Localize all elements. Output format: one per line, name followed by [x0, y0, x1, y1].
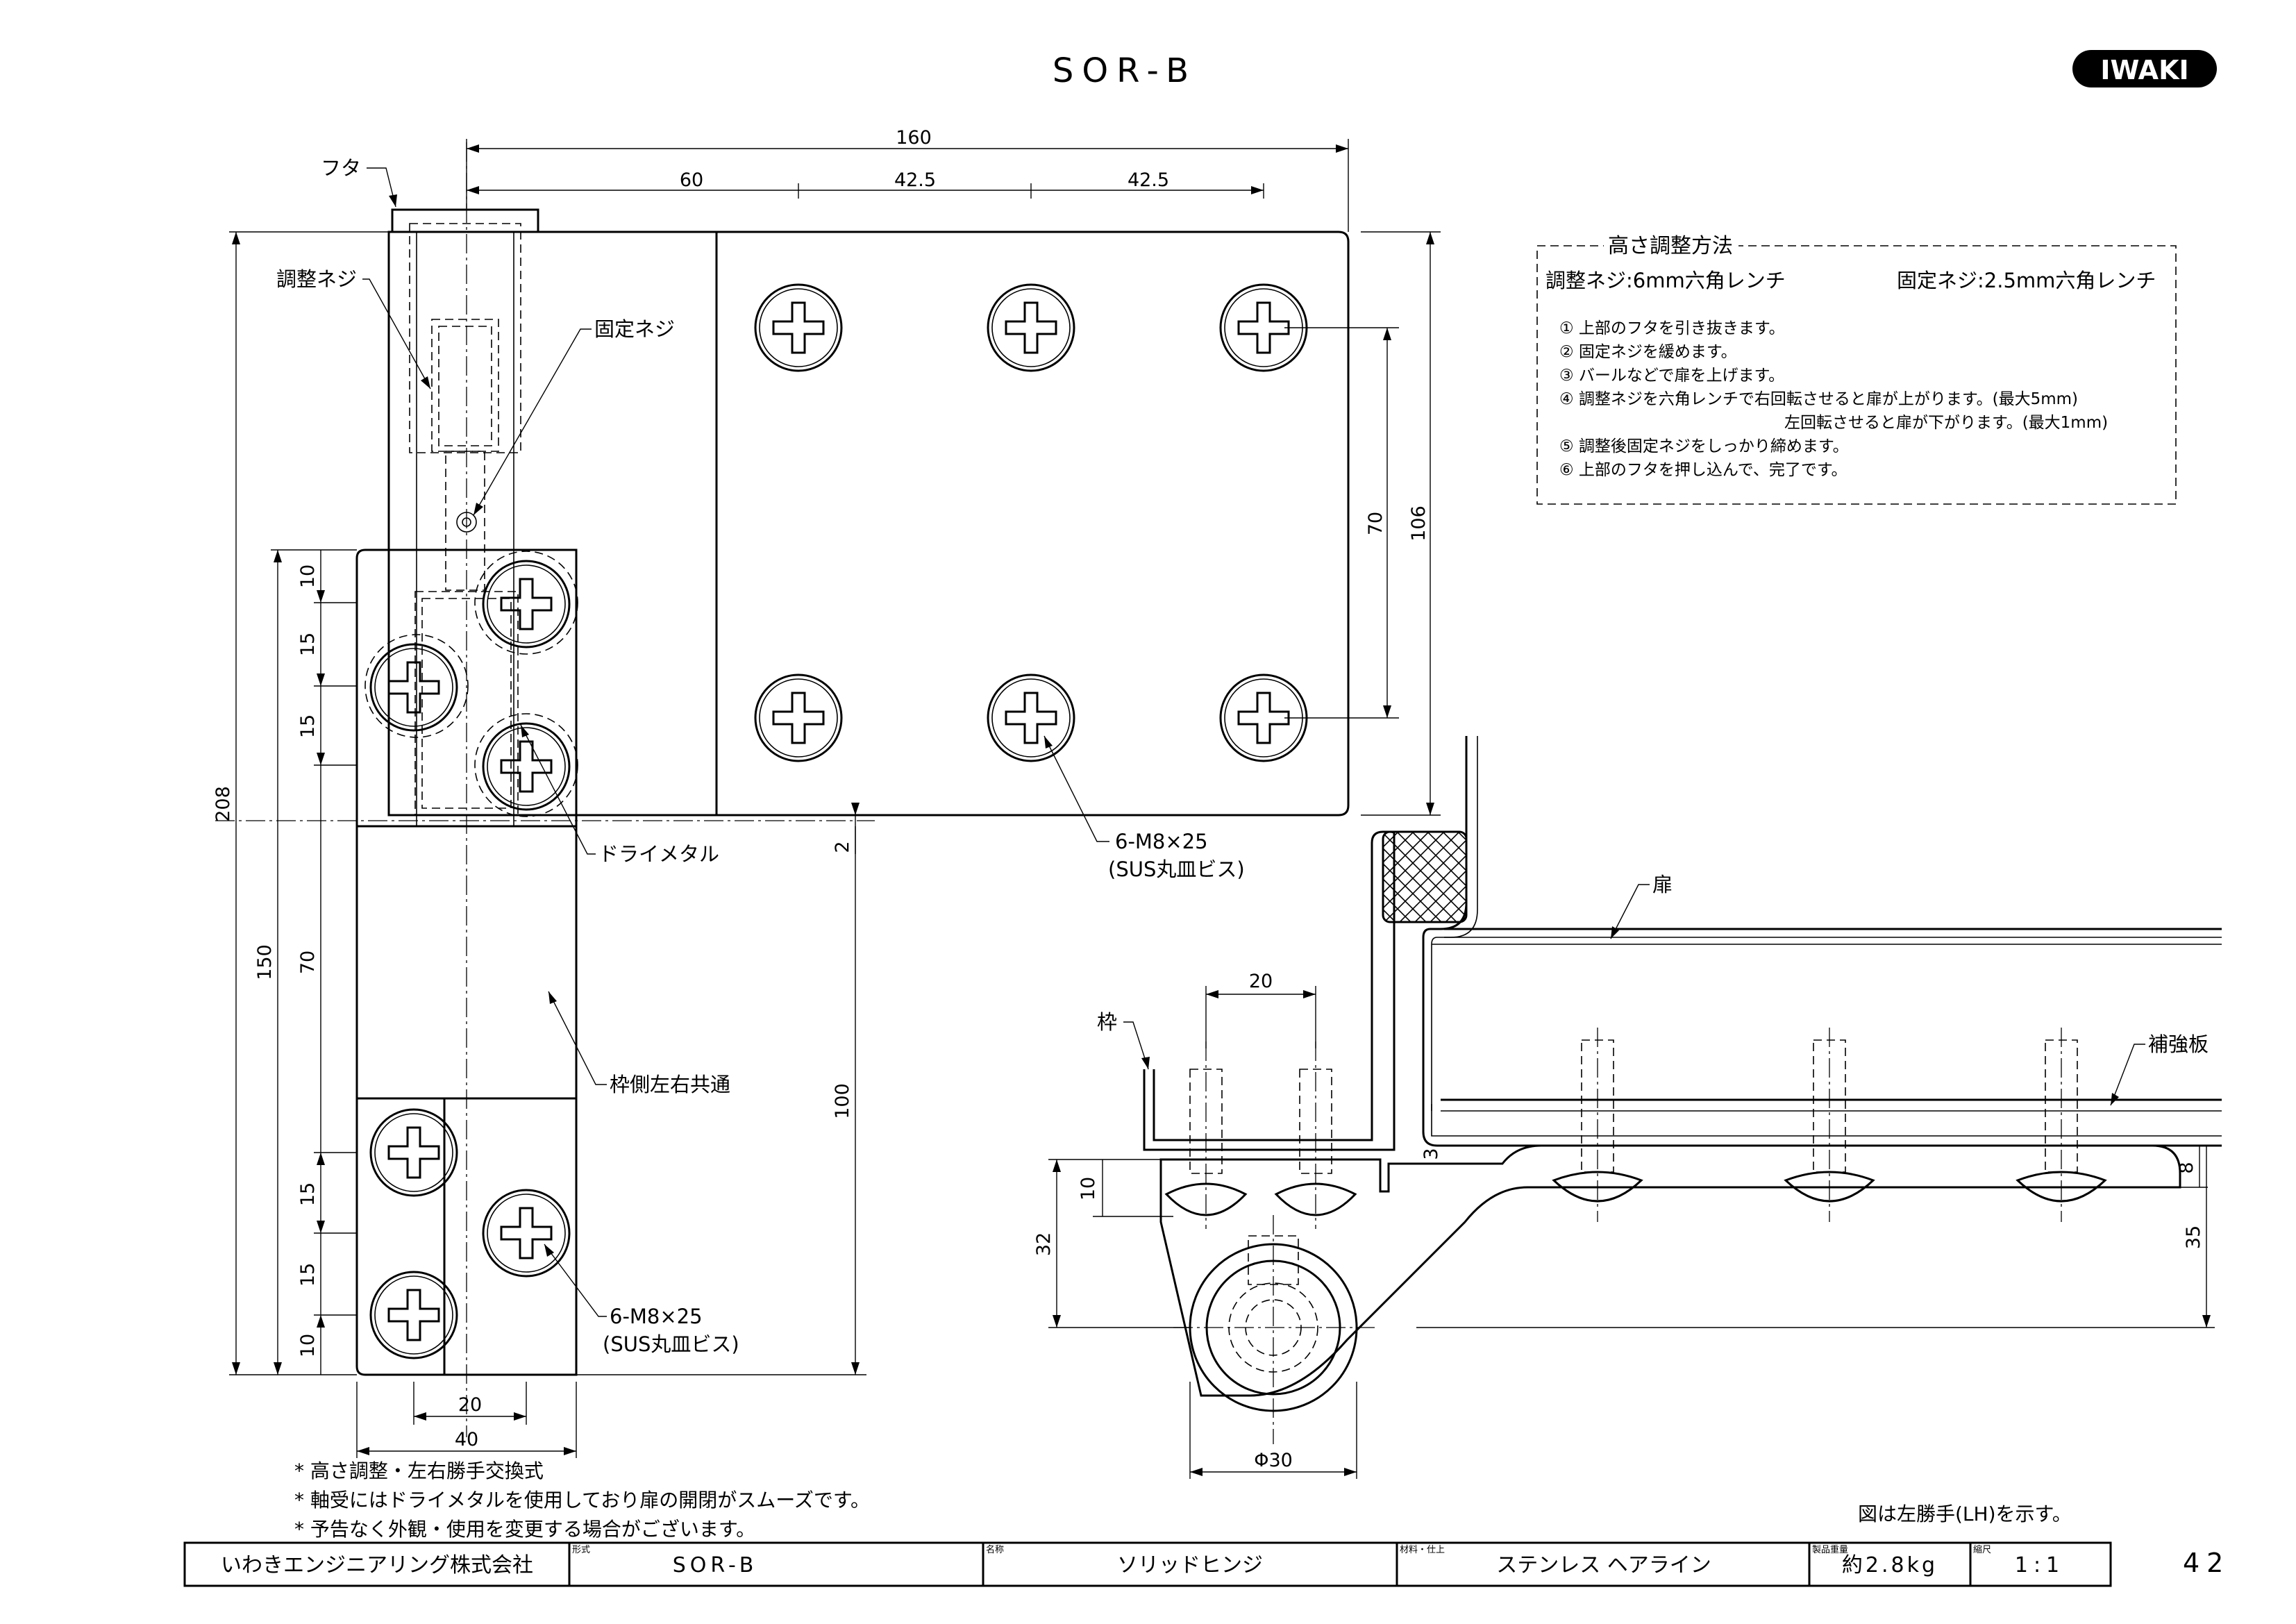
tb-company: いわきエンジニアリング株式会社 — [221, 1553, 533, 1577]
dim-15-c: 15 — [297, 1182, 319, 1206]
hand-note: 図は左勝手(LH)を示す。 — [1858, 1502, 2072, 1525]
screw-icon — [369, 643, 458, 732]
section-dim-3: 3 — [1421, 1148, 1442, 1160]
dim-15-b: 15 — [297, 714, 319, 738]
cap-futa — [391, 208, 539, 233]
door-leaf-screws — [754, 283, 1308, 762]
adjust-step-5: ⑤ 調整後固定ネジをしっかり締めます。 — [1559, 437, 1849, 455]
section-dim-phi30: Φ30 — [1254, 1450, 1293, 1471]
adjust-wrench-fix: 固定ネジ:2.5mm六角レンチ — [1897, 269, 2156, 292]
dim-106: 106 — [1408, 505, 1430, 542]
callout-screws-bottom-line2: (SUS丸皿ビス) — [603, 1332, 739, 1356]
adjust-step-1: ① 上部のフタを引き抜きます。 — [1559, 319, 1785, 337]
callout-screws-top-line1: 6-M8×25 — [1115, 830, 1208, 853]
front-callouts: フタ 調整ネジ 固定ネジ ドライメタル 6-M8×25 (SUS丸皿ビス) 枠側… — [276, 156, 1245, 1356]
iwaki-logo: IWAKI — [2072, 50, 2217, 87]
door-leaf — [387, 231, 1350, 817]
tb-page-number: 42 — [2183, 1548, 2230, 1578]
note-1: * 高さ調整・左右勝手交換式 — [294, 1459, 544, 1482]
tb-scale-caption: 縮尺 — [1973, 1544, 1991, 1555]
tb-name: ソリッドヒンジ — [1117, 1553, 1263, 1577]
tb-weight-caption: 製品重量 — [1812, 1544, 1848, 1555]
tb-weight: 約2.8kg — [1842, 1553, 1938, 1577]
dim-40: 40 — [455, 1429, 478, 1450]
door-seal — [1382, 830, 1468, 923]
hinge-section-view: 20 10 32 3 8 35 Φ30 — [1033, 736, 2222, 1479]
dim-20: 20 — [458, 1394, 482, 1416]
frame-leaf — [355, 549, 578, 1376]
adjust-step-4b: 左回転させると扉が下がります。(最大1mm) — [1784, 414, 2108, 432]
section-dimensions: 20 10 32 3 8 35 Φ30 — [1033, 971, 2215, 1479]
section-dim-32: 32 — [1033, 1232, 1055, 1256]
adjust-title: 高さ調整方法 — [1608, 234, 1733, 258]
dim-208: 208 — [212, 786, 234, 822]
tb-material-caption: 材料・仕上 — [1400, 1545, 1445, 1555]
notes: * 高さ調整・左右勝手交換式 * 軸受にはドライメタルを使用しており扉の開閉がス… — [294, 1459, 2072, 1541]
callout-hokyouban: 補強板 — [2148, 1032, 2209, 1056]
dim-160: 160 — [896, 127, 932, 149]
title-block: いわきエンジニアリング株式会社 形式 SOR-B 名称 ソリッドヒンジ 材料・仕… — [183, 1541, 2230, 1587]
dim-15-a: 15 — [297, 633, 319, 656]
front-dimensions: 160 60 42.5 42.5 70 106 208 — [212, 127, 1441, 1458]
adjust-step-2: ② 固定ネジを緩めます。 — [1559, 343, 1737, 361]
tb-model: SOR-B — [673, 1553, 758, 1577]
screw-icon — [987, 673, 1075, 762]
tb-scale: 1:1 — [2015, 1553, 2065, 1577]
tb-material: ステンレス ヘアライン — [1496, 1553, 1711, 1577]
adjust-step-4: ④ 調整ネジを六角レンチで右回転させると扉が上がります。(最大5mm) — [1559, 390, 2078, 408]
screw-icon — [754, 283, 843, 372]
section-dim-20: 20 — [1249, 971, 1273, 992]
dim-10-b: 10 — [297, 1334, 319, 1357]
adjust-step-3: ③ バールなどで扉を上げます。 — [1559, 367, 1784, 385]
callout-tobira: 扉 — [1652, 873, 1673, 896]
callout-dry-metal: ドライメタル — [598, 842, 719, 866]
screw-icon — [482, 560, 571, 648]
screw-icon — [482, 1189, 571, 1278]
hinge-front-view — [215, 142, 1350, 1437]
callout-frame-common: 枠側左右共通 — [610, 1073, 730, 1096]
section-dim-35: 35 — [2183, 1225, 2204, 1249]
callout-chousei-neji: 調整ネジ — [276, 267, 357, 291]
adjust-wrench-adjust: 調整ネジ:6mm六角レンチ — [1545, 269, 1786, 292]
callout-futa: フタ — [321, 156, 361, 180]
logo-text: IWAKI — [2100, 55, 2188, 85]
callout-kotei-neji: 固定ネジ — [594, 317, 675, 341]
dim-100: 100 — [832, 1083, 853, 1119]
dim-42-5-a: 42.5 — [894, 169, 936, 191]
callout-screws-top-line2: (SUS丸皿ビス) — [1108, 857, 1245, 881]
screw-icon — [987, 283, 1075, 372]
tb-name-caption: 名称 — [986, 1544, 1004, 1555]
height-adjust-panel: 高さ調整方法 調整ネジ:6mm六角レンチ 固定ネジ:2.5mm六角レンチ ① 上… — [1536, 233, 2177, 505]
dim-15-d: 15 — [297, 1263, 319, 1287]
callout-waku: 枠 — [1097, 1010, 1117, 1034]
screw-icon — [754, 673, 843, 762]
tb-model-caption: 形式 — [572, 1545, 590, 1555]
dim-70-left: 70 — [297, 951, 319, 974]
note-2: * 軸受にはドライメタルを使用しており扉の開閉がスムーズです。 — [294, 1489, 870, 1512]
drawing-title: SOR-B — [1053, 51, 1197, 90]
note-3: * 予告なく外観・使用を変更する場合がございます。 — [294, 1518, 755, 1541]
section-dim-10: 10 — [1078, 1177, 1099, 1200]
section-door-screws — [1552, 1028, 2107, 1222]
dim-10-a: 10 — [297, 564, 319, 588]
pivot-body — [1159, 1144, 2181, 1397]
frame-leaf-screws — [369, 560, 571, 1359]
section-dim-8: 8 — [2176, 1162, 2197, 1173]
adjust-step-6: ⑥ 上部のフタを押し込んで、完了です。 — [1559, 461, 1847, 479]
dim-42-5-b: 42.5 — [1128, 169, 1169, 191]
dim-2: 2 — [832, 841, 853, 853]
section-frame-screws — [1164, 1041, 1357, 1229]
dim-150: 150 — [254, 944, 276, 980]
dim-70-right: 70 — [1365, 512, 1386, 535]
callout-screws-bottom-line1: 6-M8×25 — [610, 1305, 703, 1328]
dim-60: 60 — [680, 169, 703, 191]
